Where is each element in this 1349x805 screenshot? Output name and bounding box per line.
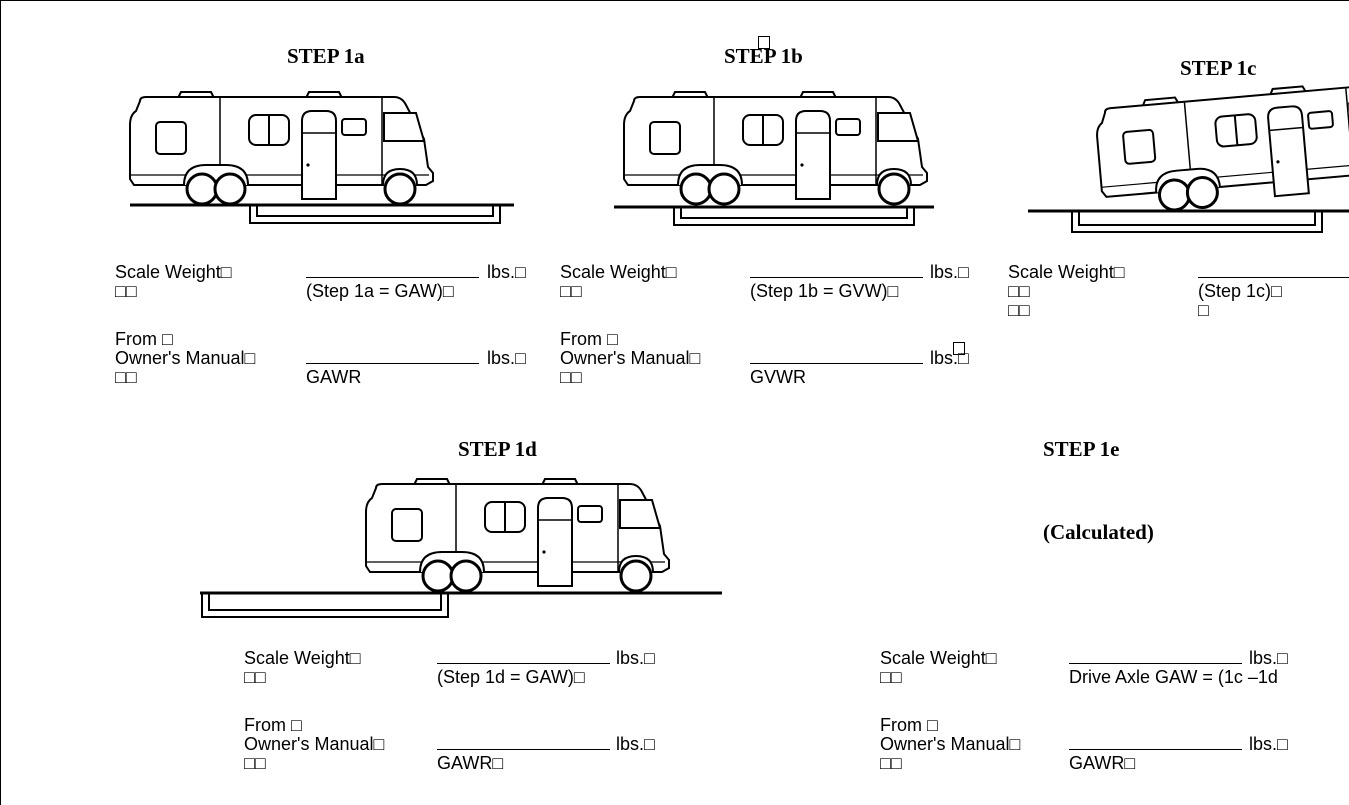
rv-scale-step-1d <box>200 477 722 618</box>
gawr-blank-1a <box>306 346 479 364</box>
scale-weight-blank-1d <box>437 646 610 664</box>
step-1e-title: STEP 1e <box>1043 437 1120 461</box>
marks-1c-2: □□ <box>1008 300 1030 320</box>
from-label-1b: From □ <box>560 329 618 349</box>
step-note-1e: Drive Axle GAW = (1c –1d <box>1069 667 1278 687</box>
step-1a-title: STEP 1a <box>287 44 365 68</box>
owners-manual-label-1a: Owner's Manual□ <box>115 348 256 368</box>
gvwr-note-1b: GVWR <box>750 367 806 387</box>
from-label-1a: From □ <box>115 329 173 349</box>
step-note-1a: (Step 1a = GAW)□ <box>306 281 454 301</box>
scale-weight-label-1c: Scale Weight□ <box>1008 262 1125 282</box>
marks-1b-2: □□ <box>560 367 582 387</box>
marks-1b: □□ <box>560 281 582 301</box>
step-1d-title: STEP 1d <box>458 437 537 461</box>
owners-manual-label-1e: Owner's Manual□ <box>880 734 1021 754</box>
lbs-unit-1b-2: lbs.□ <box>930 348 969 368</box>
note-1c-2: □ <box>1198 300 1209 320</box>
step-1c-title: STEP 1c <box>1180 56 1257 80</box>
gvwr-blank-1b <box>750 346 923 364</box>
scale-weight-label-1d: Scale Weight□ <box>244 648 361 668</box>
lbs-unit-1a-2: lbs.□ <box>487 348 526 368</box>
scale-weight-blank-1e <box>1069 646 1242 664</box>
step-note-1b: (Step 1b = GVW)□ <box>750 281 899 301</box>
scale-weight-label-1a: Scale Weight□ <box>115 262 232 282</box>
scale-weight-blank-1b <box>750 260 923 278</box>
marks-1e: □□ <box>880 667 902 687</box>
step-1e-subtitle: (Calculated) <box>1043 520 1154 544</box>
marks-1a: □□ <box>115 281 137 301</box>
lbs-unit-1a: lbs.□ <box>487 262 526 282</box>
owners-manual-label-1b: Owner's Manual□ <box>560 348 701 368</box>
marks-1a-2: □□ <box>115 367 137 387</box>
gawr-note-1e: GAWR□ <box>1069 753 1136 773</box>
step-note-1c: (Step 1c)□ <box>1198 281 1282 301</box>
marks-1e-2: □□ <box>880 753 902 773</box>
scale-weight-label-1e: Scale Weight□ <box>880 648 997 668</box>
owners-manual-label-1d: Owner's Manual□ <box>244 734 385 754</box>
lbs-unit-1e: lbs.□ <box>1249 648 1288 668</box>
rv-scale-step-1a <box>128 90 514 224</box>
from-label-1d: From □ <box>244 715 302 735</box>
lbs-unit-1d-2: lbs.□ <box>616 734 655 754</box>
scale-weight-blank-1a <box>306 260 479 278</box>
marks-1d-2: □□ <box>244 753 266 773</box>
step-note-1d: (Step 1d = GAW)□ <box>437 667 585 687</box>
box-glyph <box>758 36 770 49</box>
lbs-unit-1d: lbs.□ <box>616 648 655 668</box>
scale-weight-blank-1c <box>1198 260 1349 278</box>
box-glyph <box>953 342 965 355</box>
scale-weight-label-1b: Scale Weight□ <box>560 262 677 282</box>
gawr-blank-1d <box>437 732 610 750</box>
gawr-note-1d: GAWR□ <box>437 753 504 773</box>
gawr-blank-1e <box>1069 732 1242 750</box>
rv-scale-step-1b <box>614 90 934 226</box>
from-label-1e: From □ <box>880 715 938 735</box>
lbs-unit-1e-2: lbs.□ <box>1249 734 1288 754</box>
rv-scale-step-1c <box>1028 76 1349 233</box>
marks-1d: □□ <box>244 667 266 687</box>
gawr-note-1a: GAWR <box>306 367 362 387</box>
lbs-unit-1b: lbs.□ <box>930 262 969 282</box>
marks-1c: □□ <box>1008 281 1030 301</box>
